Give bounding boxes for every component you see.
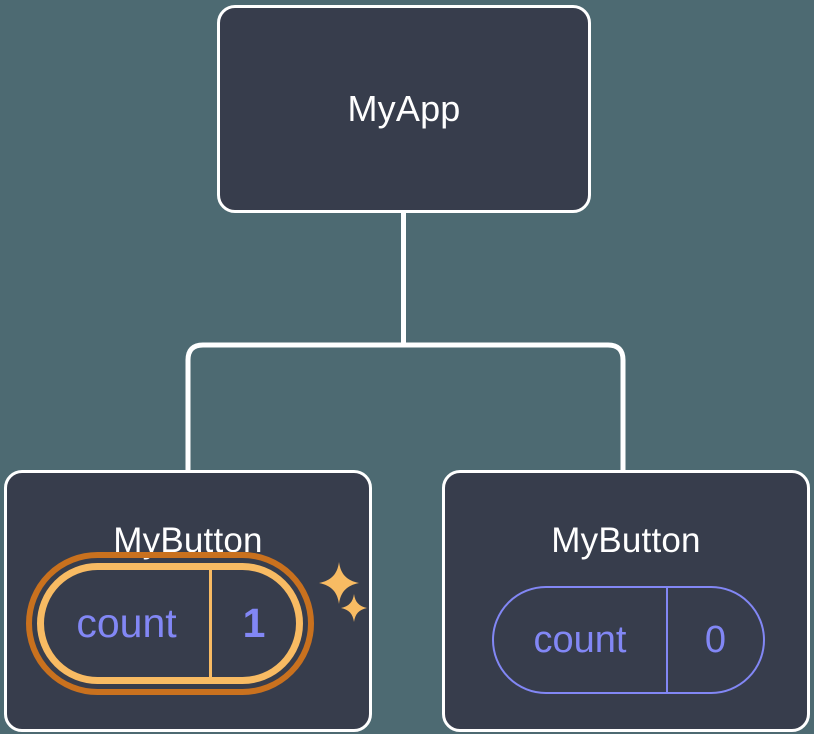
state-pill-key-label: count <box>76 600 177 646</box>
state-pill-left-wrapper: count 1 <box>26 552 314 695</box>
state-pill-value-label: 0 <box>704 619 727 661</box>
state-pill-value-cell: 0 <box>668 588 763 692</box>
state-pill-inner-ring: count 1 <box>37 563 303 684</box>
state-pill-count-0[interactable]: count 0 <box>492 586 765 694</box>
state-pill-right-wrapper: count 0 <box>492 586 765 694</box>
state-pill-count-1-highlighted[interactable]: count 1 <box>26 552 314 695</box>
state-pill-value-label: 1 <box>242 600 266 646</box>
state-pill-key-cell: count <box>44 570 212 677</box>
state-pill-key-cell: count <box>494 588 668 692</box>
connector-to-right-child <box>403 342 626 472</box>
connector-to-left-child <box>185 342 404 472</box>
state-pill-key-label: count <box>533 619 627 661</box>
node-myapp[interactable]: MyApp <box>217 5 591 213</box>
node-myapp-title: MyApp <box>347 88 461 129</box>
state-pill-value-cell: 1 <box>212 570 296 677</box>
node-mybutton-right-title: MyButton <box>551 521 701 560</box>
